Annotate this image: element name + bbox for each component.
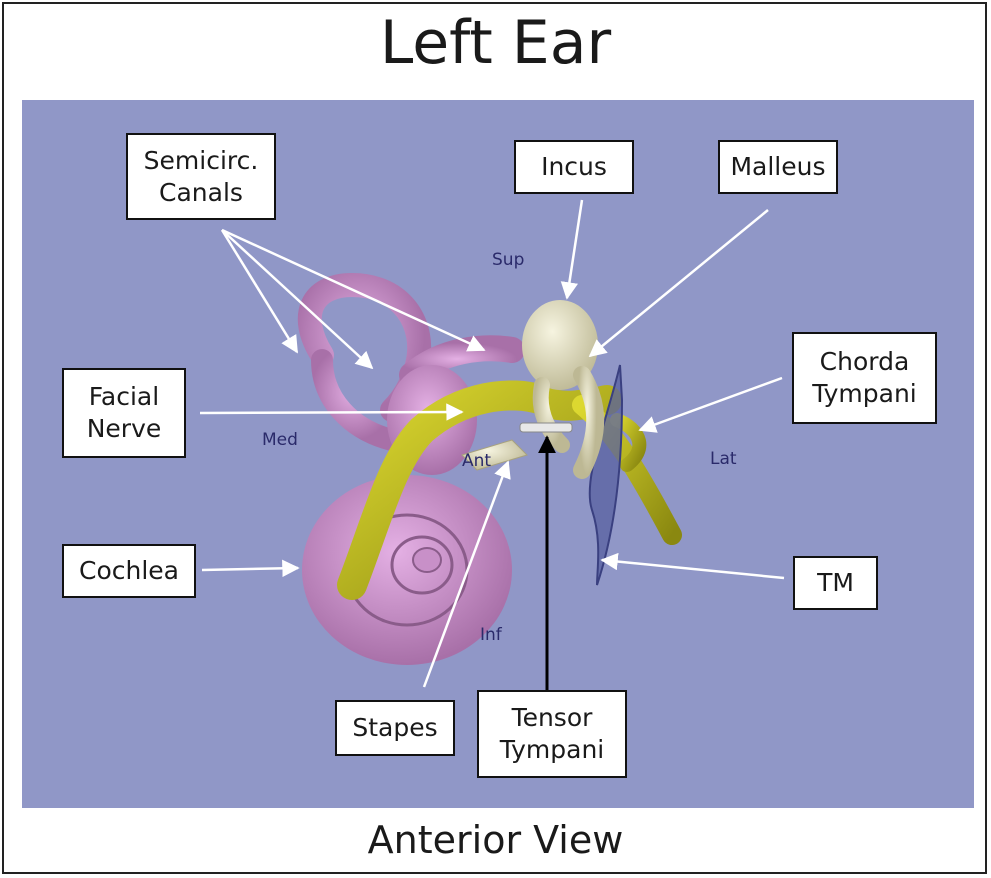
- label-tm: TM: [793, 556, 878, 610]
- label-tensor-tympani: Tensor Tympani: [477, 690, 627, 778]
- label-semicircular-canals: Semicirc. Canals: [126, 133, 276, 220]
- orient-med: Med: [262, 430, 298, 450]
- tensor-tympani-shape: [520, 423, 572, 432]
- orient-ant: Ant: [462, 451, 491, 471]
- figure-title: Left Ear: [0, 8, 991, 78]
- orient-lat: Lat: [710, 449, 737, 469]
- figure-subtitle: Anterior View: [0, 818, 991, 862]
- label-stapes: Stapes: [335, 700, 455, 756]
- arrow-facial: [200, 412, 462, 413]
- label-facial-nerve: Facial Nerve: [62, 368, 186, 458]
- label-chorda-tympani: Chorda Tympani: [792, 332, 937, 424]
- orient-sup: Sup: [492, 250, 524, 270]
- label-malleus: Malleus: [718, 140, 838, 194]
- orient-inf: Inf: [480, 625, 503, 645]
- label-incus: Incus: [514, 140, 634, 194]
- label-cochlea: Cochlea: [62, 544, 196, 598]
